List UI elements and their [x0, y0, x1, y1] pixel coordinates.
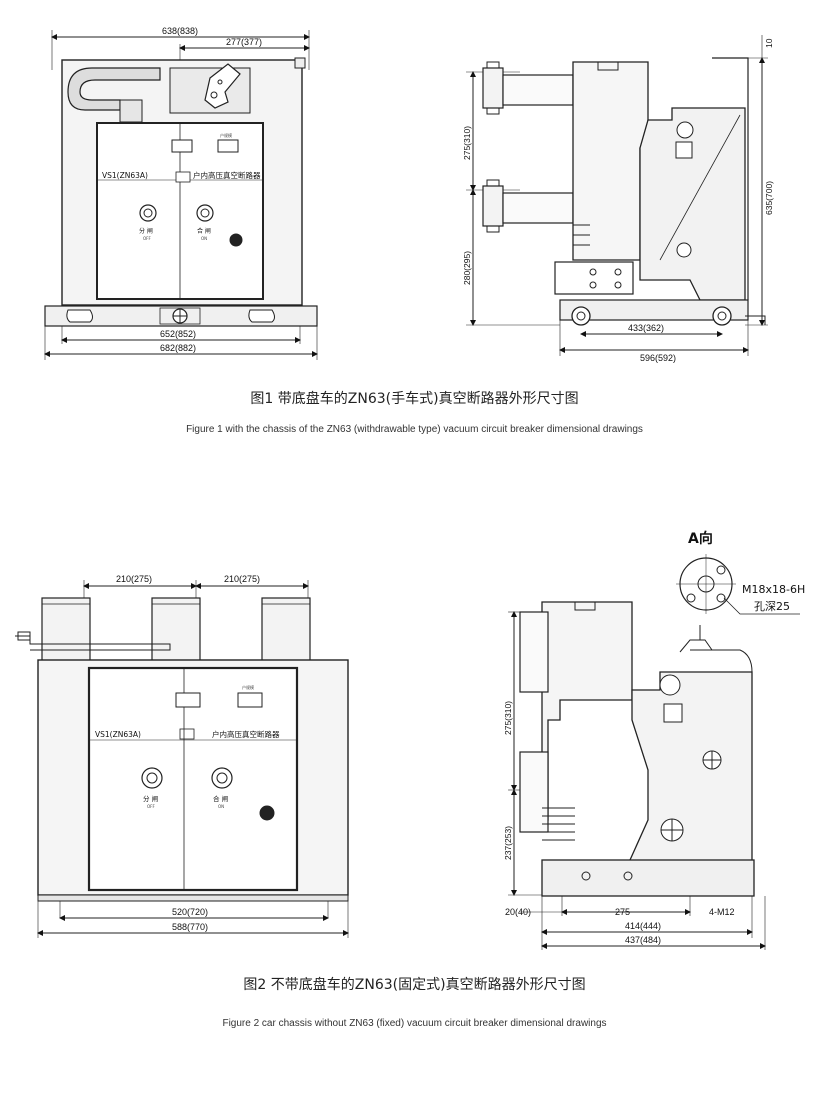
fig1-caption-cn: 图1 带底盘车的ZN63(手车式)真空断路器外形尺寸图: [250, 391, 579, 407]
fig2-view-label: A向: [688, 530, 713, 547]
fig1-side-dim-upper: 275(310): [462, 126, 472, 160]
fig2-dim-depth2: 437(484): [625, 935, 661, 945]
fig1-on-label: 合 闸: [197, 227, 211, 235]
fig2-off-en: OFF: [147, 804, 155, 809]
fig2-caption-en: Figure 2 car chassis without ZN63 (fixed…: [222, 1018, 607, 1029]
fig2-dim-base-mid: 275: [615, 907, 630, 917]
fig1-counter-label: 户规模: [220, 132, 232, 138]
fig2-dim-pole-left: 210(275): [116, 574, 152, 584]
fig2-dim-holes: 4-M12: [709, 907, 735, 917]
fig2-dim-base-left: 20(40): [505, 907, 531, 917]
fig1-caption-en: Figure 1 with the chassis of the ZN63 (w…: [186, 424, 643, 435]
fig2-hole-depth: 孔深25: [754, 600, 790, 613]
fig2-side-dim-upper: 275(310): [503, 701, 513, 735]
fig2-counter-label: 户规模: [242, 684, 254, 690]
fig1-off-label: 分 闸: [139, 227, 153, 235]
fig1-side-dim-lower: 280(295): [462, 251, 472, 285]
fig1-model-label: VS1(ZN63A): [102, 171, 148, 180]
fig1-dim-top-right: 277(377): [226, 37, 262, 47]
fig2-dim-outer: 588(770): [172, 922, 208, 932]
fig1-side-view: [466, 35, 768, 356]
fig2-thread-spec: M18x18-6H: [742, 583, 805, 596]
fig2-caption-cn: 图2 不带底盘车的ZN63(固定式)真空断路器外形尺寸图: [243, 977, 586, 993]
fig2-dim-depth1: 414(444): [625, 921, 661, 931]
fig2-front-view: [15, 580, 349, 938]
fig1-side-dim-height: 635(700): [764, 181, 774, 215]
fig1-dim-bottom-inner: 652(852): [160, 329, 196, 339]
fig2-dim-pole-right: 210(275): [224, 574, 260, 584]
fig2-panel-title: 户内高压真空断路器: [212, 729, 280, 739]
fig1-side-dim-bottom: 596(592): [640, 353, 676, 363]
fig1-front-view: [44, 30, 318, 360]
fig1-panel-title: 户内高压真空断路器: [193, 170, 261, 180]
fig1-dim-bottom-outer: 682(882): [160, 343, 196, 353]
fig1-on-en: ON: [201, 236, 207, 241]
fig1-off-en: OFF: [143, 236, 151, 241]
fig1-dim-top: 638(838): [162, 26, 198, 36]
fig2-side-dim-lower: 237(253): [503, 826, 513, 860]
fig1-side-dim-top: 10: [764, 38, 774, 48]
fig2-on-en: ON: [218, 804, 224, 809]
fig2-side-view: [508, 554, 800, 950]
fig2-on-label: 合 闸: [213, 794, 228, 803]
fig2-off-label: 分 闸: [143, 794, 158, 803]
fig2-dim-inner: 520(720): [172, 907, 208, 917]
fig1-side-dim-wheel: 433(362): [628, 323, 664, 333]
fig2-model-label: VS1(ZN63A): [95, 730, 141, 739]
